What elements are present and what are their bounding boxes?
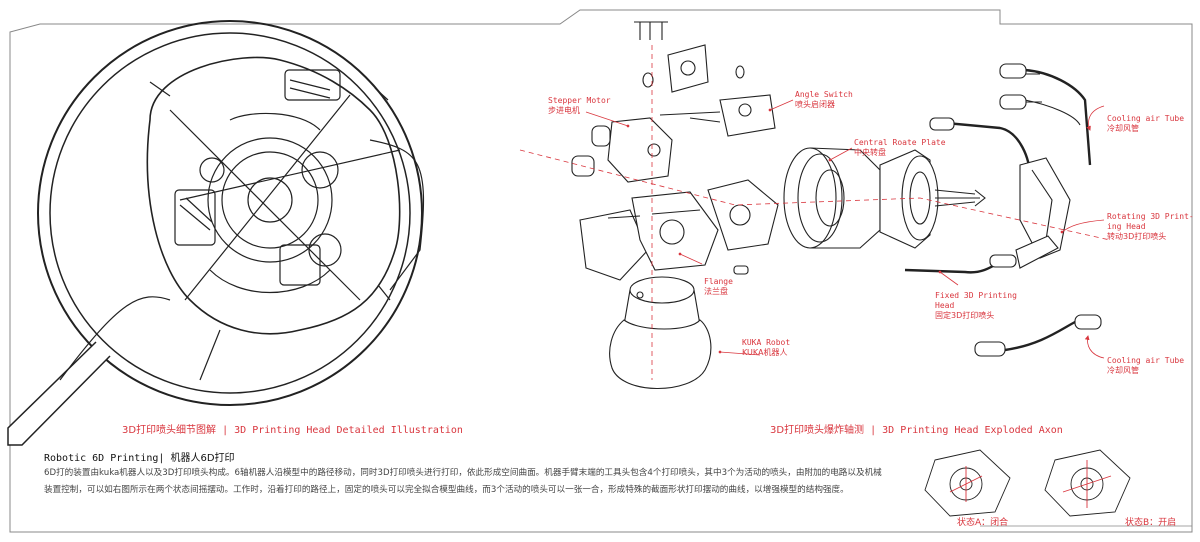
magnifier-lens xyxy=(7,20,423,446)
page-frame xyxy=(9,9,1193,533)
caption-detail: 3D打印喷头细节图解 | 3D Printing Head Detailed I… xyxy=(122,425,463,436)
leader-lines xyxy=(585,99,1105,359)
state-a-label: 状态A：闭合 xyxy=(957,518,1009,528)
state-b-thumbnail xyxy=(1044,449,1131,517)
magnifier-handle xyxy=(7,341,111,446)
axis-lines xyxy=(519,45,1111,380)
caption-exploded: 3D打印喷头爆炸轴测 | 3D Printing Head Exploded A… xyxy=(770,425,1063,436)
state-a-thumbnail xyxy=(924,449,1011,517)
detail-print-head-drawing xyxy=(59,56,425,381)
description-body: 6D打的装置由kuka机器人以及3D打印喷头构成。6轴机器人沿模型中的路径移动，… xyxy=(44,468,882,495)
exploded-axon-drawing xyxy=(571,21,1102,390)
state-b-label: 状态B：开启 xyxy=(1125,518,1177,528)
description-title: Robotic 6D Printing| 机器人6D打印 xyxy=(44,453,235,464)
